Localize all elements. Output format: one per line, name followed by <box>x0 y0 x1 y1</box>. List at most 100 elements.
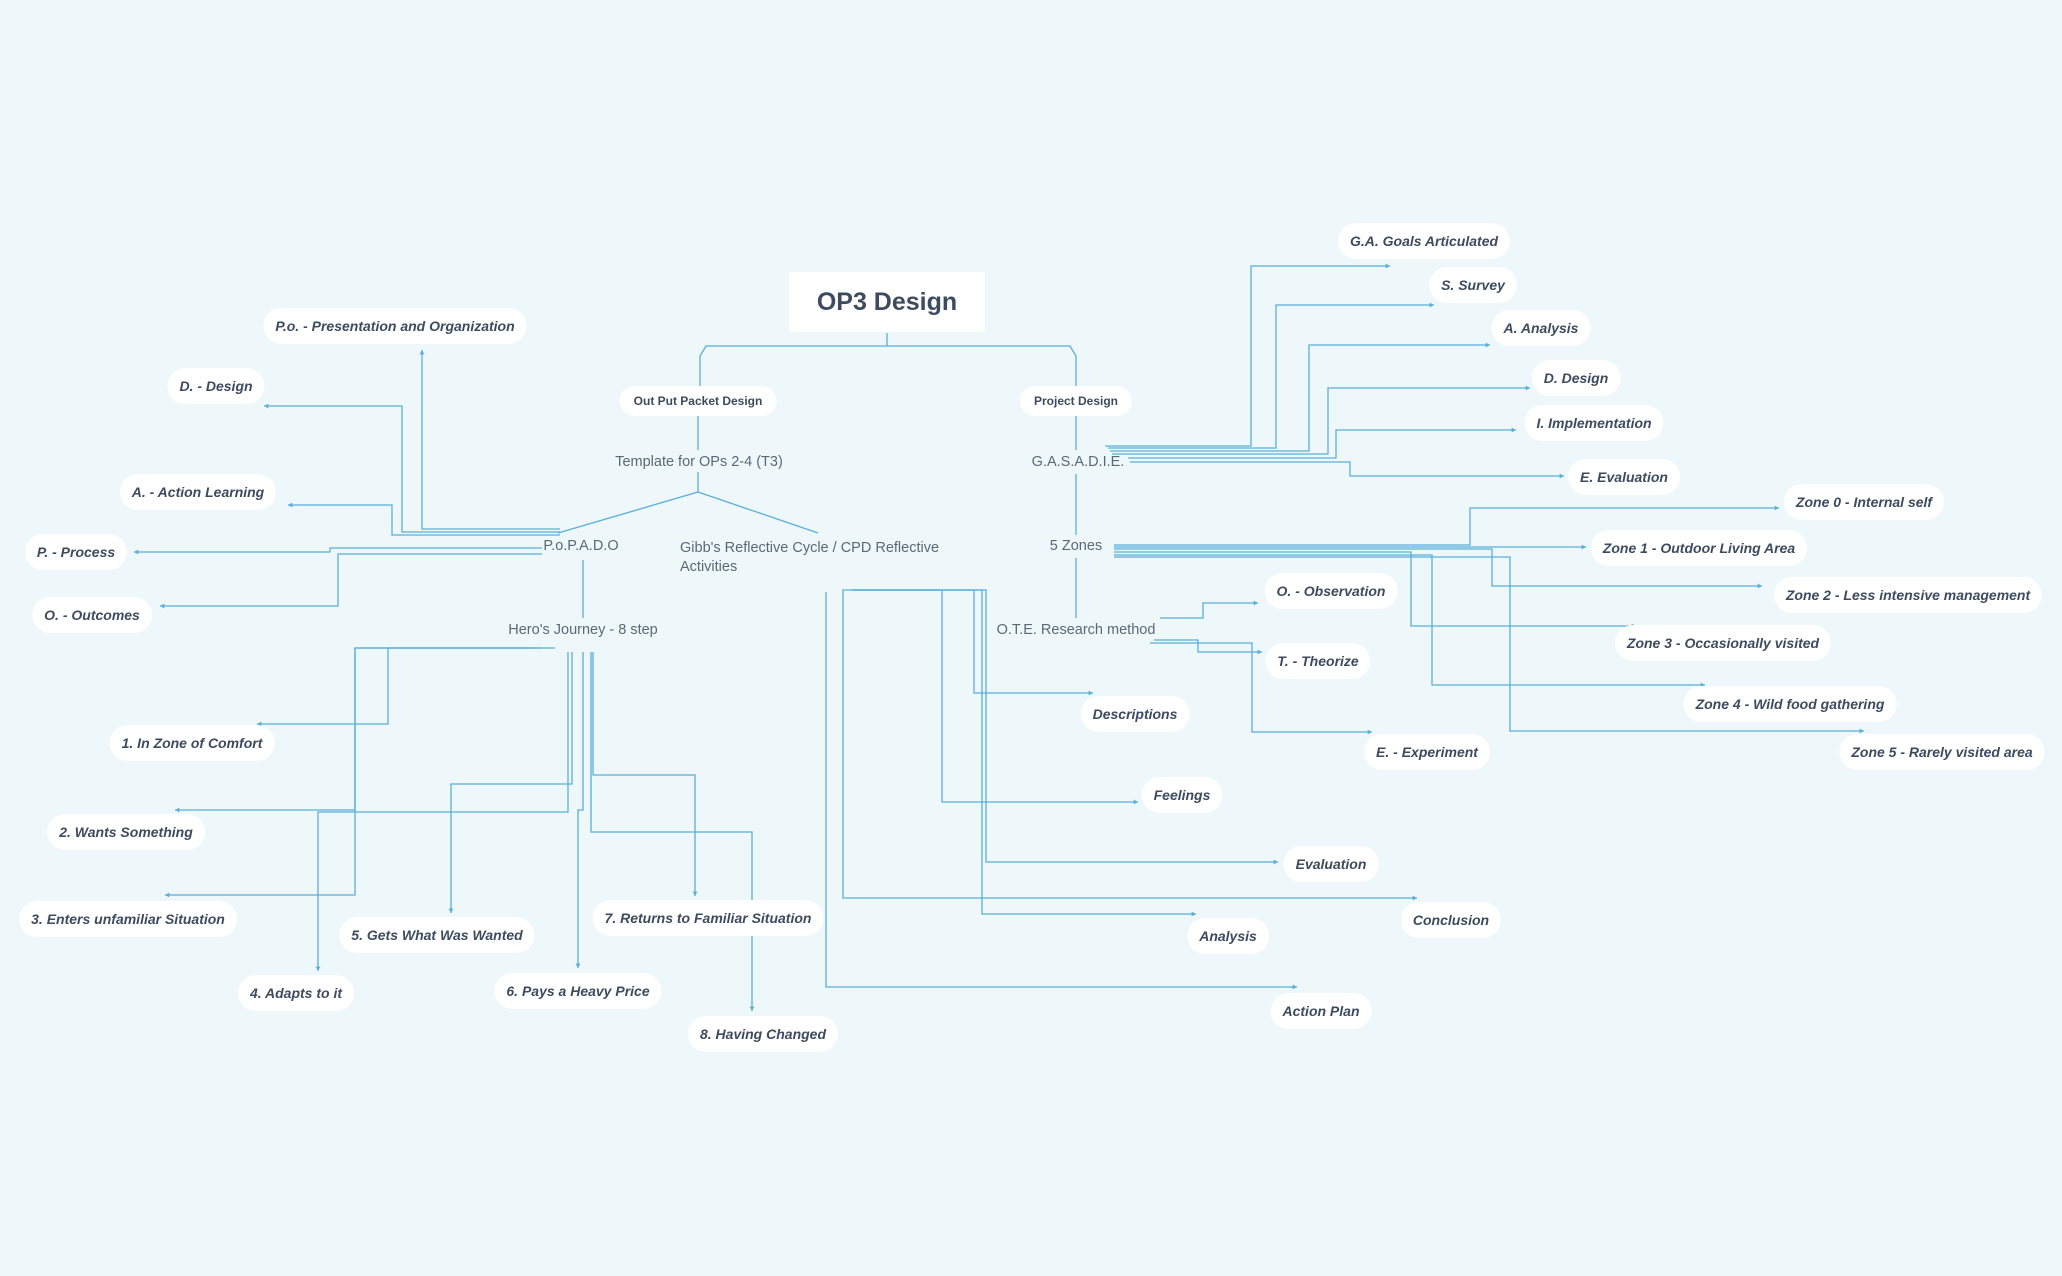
leaf-ote-experiment[interactable]: E. - Experiment <box>1364 734 1490 770</box>
heros-journey-node[interactable]: Hero's Journey - 8 step <box>508 622 658 638</box>
leaf-heros-step-5[interactable]: 5. Gets What Was Wanted <box>339 917 535 953</box>
link-root-branches <box>699 345 1077 391</box>
leaf-popado-design[interactable]: D. - Design <box>167 368 265 404</box>
link-ote-theorize <box>1154 639 1262 653</box>
leaf-ote-theorize[interactable]: T. - Theorize <box>1265 643 1371 679</box>
link-heros-8 <box>590 652 753 1011</box>
leaf-popado-action-learning[interactable]: A. - Action Learning <box>119 474 277 510</box>
link-zone-5-arrowhead <box>1859 728 1864 734</box>
leaf-gasadie-evaluation[interactable]: E. Evaluation <box>1568 459 1680 495</box>
leaf-gasadie-analysis[interactable]: A. Analysis <box>1491 310 1591 346</box>
link-gibbs-analysis <box>852 589 1196 915</box>
link-popado-outcomes <box>160 553 542 607</box>
link-ote-observation-arrowhead <box>1253 600 1258 606</box>
gibbs-node[interactable]: Gibb's Reflective Cycle / CPD Reflective… <box>680 540 940 575</box>
link-heros-3 <box>165 647 535 896</box>
leaf-heros-step-8[interactable]: 8. Having Changed <box>687 1016 839 1052</box>
link-heros-6-arrowhead <box>575 963 581 968</box>
link-heros-4-arrowhead <box>315 966 321 971</box>
leaf-zone-0[interactable]: Zone 0 - Internal self <box>1783 484 1945 520</box>
link-gasadie-implementation <box>1128 429 1516 459</box>
link-ote-observation <box>1160 602 1258 619</box>
link-heros-5 <box>450 652 573 913</box>
link-heros-6 <box>577 652 584 968</box>
leaf-heros-step-6[interactable]: 6. Pays a Heavy Price <box>494 973 662 1009</box>
link-zone-0-arrowhead <box>1774 505 1779 511</box>
link-gasadie-goals-arrowhead <box>1385 263 1390 269</box>
link-popado-presentation <box>421 350 560 530</box>
link-gasadie-evaluation <box>1130 461 1564 477</box>
leaf-gibbs-evaluation[interactable]: Evaluation <box>1283 846 1379 882</box>
link-zone-0 <box>1114 507 1779 546</box>
link-heros-8-arrowhead <box>749 1006 755 1011</box>
link-gibbs-descriptions <box>852 589 1093 694</box>
link-popado-action-learning <box>288 504 560 536</box>
link-gasadie-evaluation-arrowhead <box>1559 473 1564 479</box>
link-heros-5-arrowhead <box>448 908 454 913</box>
branch-project-design[interactable]: Project Design <box>1019 386 1133 416</box>
link-zone-2-arrowhead <box>1757 583 1762 589</box>
link-gasadie-survey-arrowhead <box>1429 302 1434 308</box>
link-heros-3-arrowhead <box>165 892 170 898</box>
leaf-gibbs-feelings[interactable]: Feelings <box>1141 777 1223 813</box>
link-popado-outcomes-arrowhead <box>160 603 165 609</box>
link-popado-design <box>264 405 560 533</box>
link-ote-experiment <box>1150 642 1372 733</box>
link-popado-presentation-arrowhead <box>419 350 425 355</box>
leaf-zone-3[interactable]: Zone 3 - Occasionally visited <box>1614 625 1832 661</box>
popado-node[interactable]: P.o.P.A.D.O <box>543 538 619 554</box>
link-gasadie-design <box>1112 387 1530 455</box>
link-gibbs-analysis-arrowhead <box>1191 911 1196 917</box>
template-node[interactable]: Template for OPs 2-4 (T3) <box>615 454 783 470</box>
ote-research-node[interactable]: O.T.E. Research method <box>996 622 1156 638</box>
link-popado-design-arrowhead <box>264 403 269 409</box>
link-gasadie-design-arrowhead <box>1525 385 1530 391</box>
link-zone-2 <box>1114 548 1762 587</box>
leaf-zone-4[interactable]: Zone 4 - Wild food gathering <box>1683 686 1897 722</box>
leaf-heros-step-3[interactable]: 3. Enters unfamiliar Situation <box>19 901 237 937</box>
leaf-gibbs-descriptions[interactable]: Descriptions <box>1080 696 1190 732</box>
link-heros-1 <box>257 647 555 725</box>
leaf-heros-step-4[interactable]: 4. Adapts to it <box>237 975 355 1011</box>
leaf-gasadie-survey[interactable]: S. Survey <box>1429 267 1517 303</box>
gasadie-node[interactable]: G.A.S.A.D.I.E. <box>1031 454 1125 470</box>
leaf-gasadie-goals[interactable]: G.A. Goals Articulated <box>1337 223 1511 259</box>
link-template-gibbs <box>697 491 819 534</box>
leaf-gibbs-conclusion[interactable]: Conclusion <box>1400 902 1502 938</box>
leaf-heros-step-1[interactable]: 1. In Zone of Comfort <box>109 725 275 761</box>
leaf-heros-step-7[interactable]: 7. Returns to Familiar Situation <box>592 900 824 936</box>
leaf-gasadie-design[interactable]: D. Design <box>1531 360 1621 396</box>
link-gibbs-feelings-arrowhead <box>1133 799 1138 805</box>
link-popado-process-arrowhead <box>134 549 139 555</box>
root-node-title[interactable]: OP3 Design <box>789 272 985 332</box>
leaf-heros-step-2[interactable]: 2. Wants Something <box>47 814 205 850</box>
leaf-gasadie-implementation[interactable]: I. Implementation <box>1524 405 1664 441</box>
leaf-gibbs-action-plan[interactable]: Action Plan <box>1270 993 1372 1029</box>
leaf-zone-1[interactable]: Zone 1 - Outdoor Living Area <box>1590 530 1808 566</box>
link-gibbs-conclusion <box>842 589 1417 899</box>
leaf-popado-presentation[interactable]: P.o. - Presentation and Organization <box>263 308 527 344</box>
link-gibbs-action-plan <box>825 592 1297 988</box>
leaf-popado-process[interactable]: P. - Process <box>24 534 128 570</box>
five-zones-node[interactable]: 5 Zones <box>1049 538 1103 554</box>
link-zone-1-arrowhead <box>1581 544 1586 550</box>
leaf-ote-observation[interactable]: O. - Observation <box>1264 573 1398 609</box>
link-gibbs-action-plan-arrowhead <box>1292 984 1297 990</box>
link-gasadie-goals <box>1105 265 1390 447</box>
link-gibbs-descriptions-arrowhead <box>1088 690 1093 696</box>
leaf-zone-5[interactable]: Zone 5 - Rarely visited area <box>1839 734 2045 770</box>
link-gasadie-implementation-arrowhead <box>1511 427 1516 433</box>
leaf-gibbs-analysis[interactable]: Analysis <box>1187 918 1269 954</box>
link-heros-7-arrowhead <box>692 891 698 896</box>
link-gasadie-analysis-arrowhead <box>1485 342 1490 348</box>
link-zone-4 <box>1114 554 1705 686</box>
branch-output-packet-design[interactable]: Out Put Packet Design <box>619 386 777 416</box>
leaf-popado-outcomes[interactable]: O. - Outcomes <box>32 597 152 633</box>
link-heros-4 <box>317 652 569 971</box>
link-heros-2-arrowhead <box>175 807 180 813</box>
link-gibbs-evaluation-arrowhead <box>1273 859 1278 865</box>
leaf-zone-2[interactable]: Zone 2 - Less intensive management <box>1773 577 2043 613</box>
link-gasadie-analysis <box>1110 344 1490 452</box>
